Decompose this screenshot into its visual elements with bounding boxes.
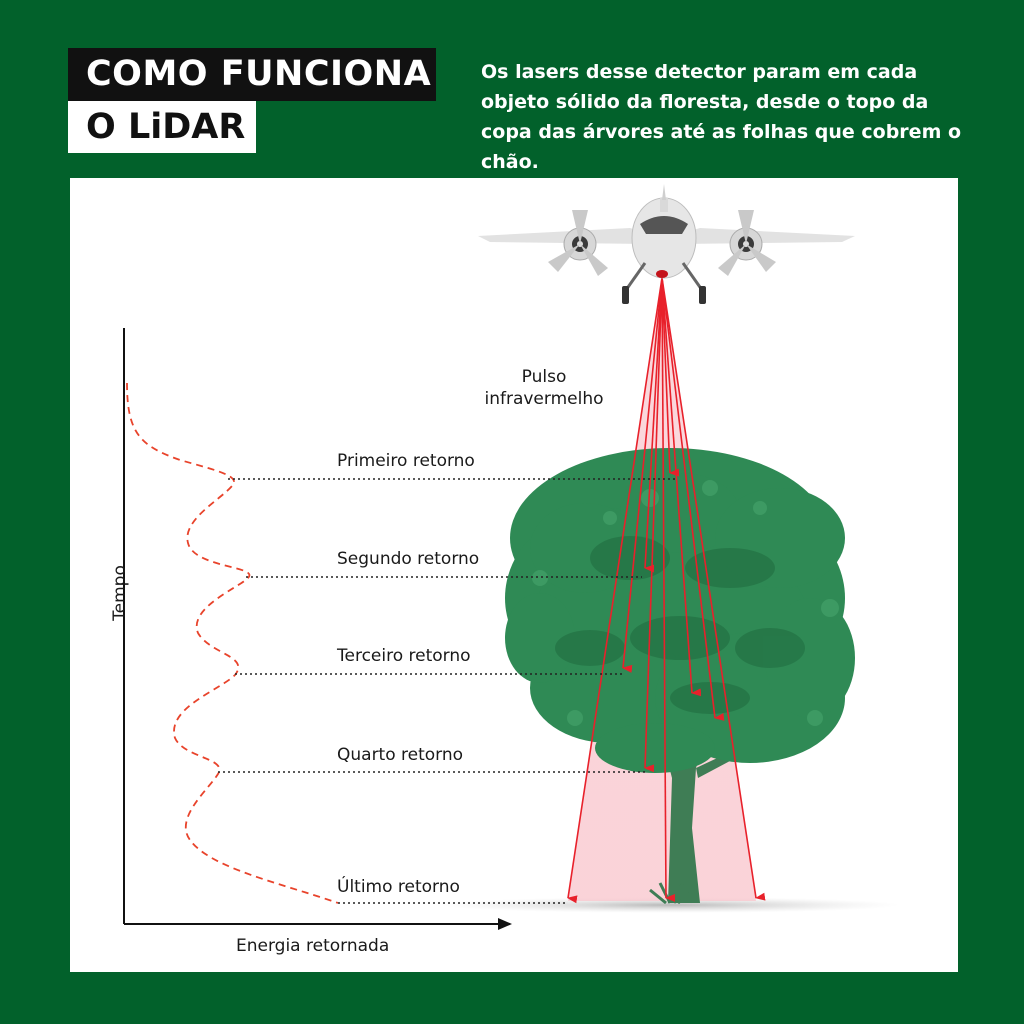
laser-ray: [661, 277, 766, 901]
return-label-5: Último retorno: [337, 877, 460, 897]
laser-ray: [644, 277, 663, 773]
laser-ray: [661, 277, 725, 721]
pulse-label-line2: infravermelho: [484, 389, 604, 409]
laser-ray: [661, 277, 702, 697]
return-waveform: [126, 382, 339, 904]
pulse-label-line1: Pulso: [521, 367, 567, 387]
return-label-4: Quarto retorno: [337, 745, 464, 765]
title-line-2: O LiDAR: [68, 101, 256, 153]
laser-rays: [567, 277, 766, 904]
title-line-1: COMO FUNCIONA: [68, 48, 436, 101]
return-lines: [218, 478, 675, 904]
y-axis-label: Tempo: [109, 565, 130, 621]
x-axis-label: Energia retornada: [236, 936, 390, 956]
laser-ray: [567, 277, 663, 904]
airplane: [478, 184, 855, 304]
return-label-2: Segundo retorno: [337, 549, 480, 569]
diagram-panel: Pulso infravermelho Primeiro retorno Seg…: [70, 178, 958, 972]
ground-shadow: [440, 897, 900, 913]
return-label-3: Terceiro retorno: [337, 646, 471, 666]
laser-ray: [661, 277, 680, 477]
return-label-1: Primeiro retorno: [337, 451, 475, 471]
laser-ray: [622, 277, 663, 673]
laser-ray: [644, 277, 663, 573]
description-text: Os lasers desse detector param em cada o…: [481, 61, 962, 173]
pulse-label: Pulso infravermelho: [474, 366, 614, 410]
laser-ray: [661, 277, 676, 902]
lidar-diagram: [123, 184, 900, 930]
tree: [505, 448, 855, 905]
